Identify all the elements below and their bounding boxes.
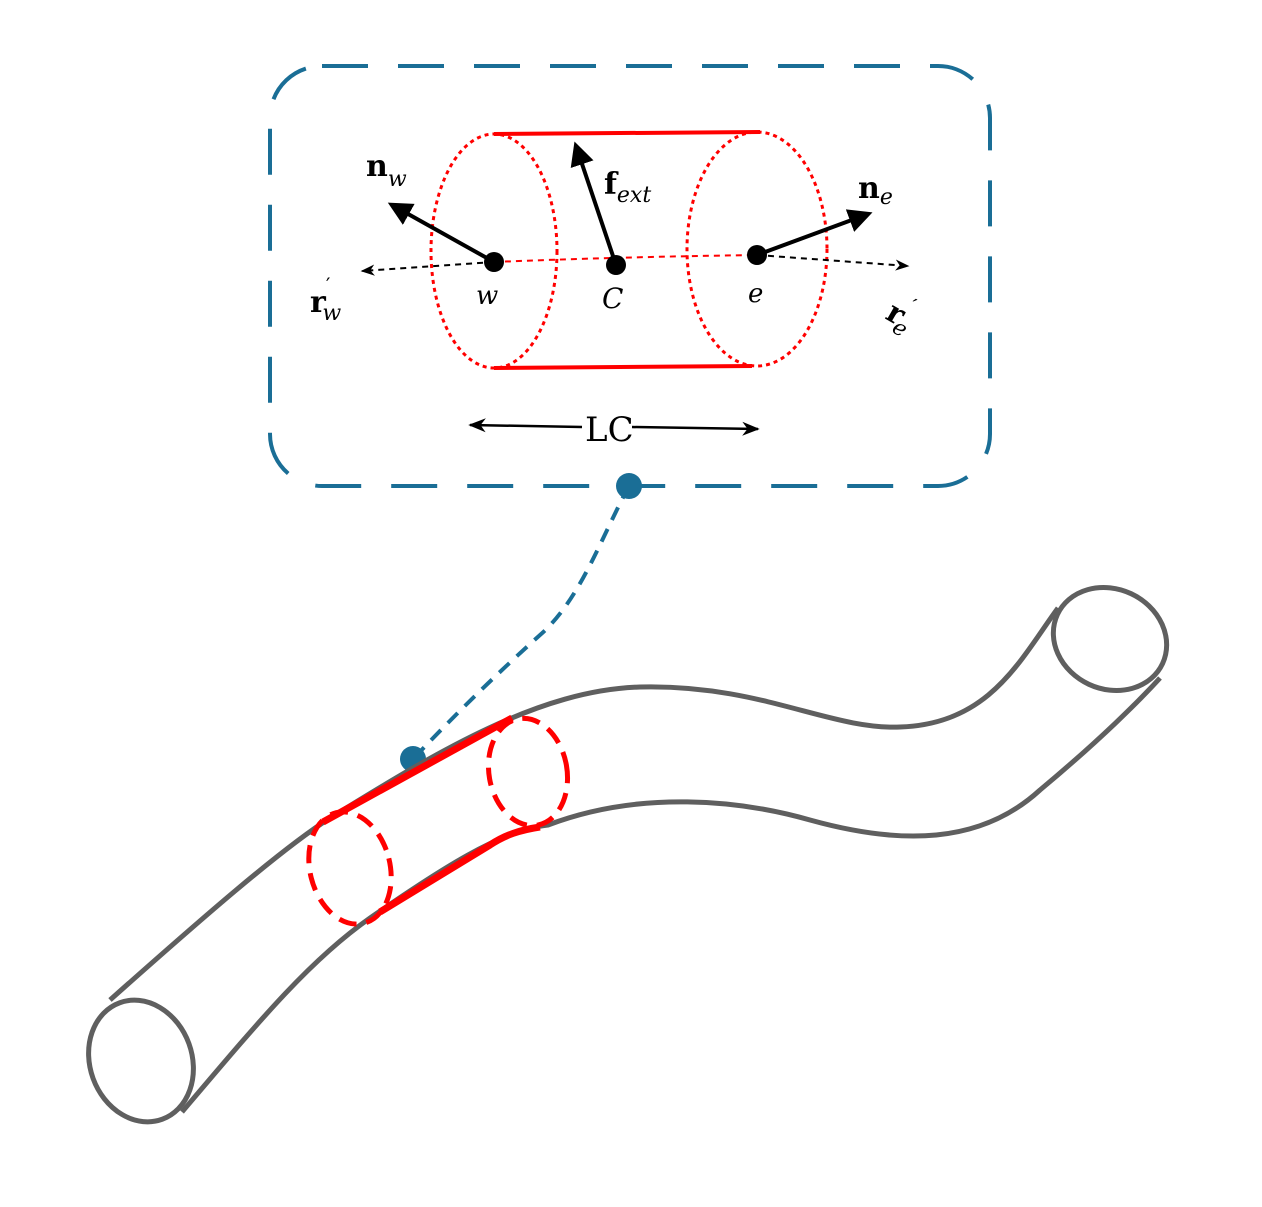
tube-cv-top-edge — [321, 714, 514, 826]
zoom-connector — [411, 485, 631, 761]
length-arrow-left — [468, 418, 583, 433]
west-face-ellipse — [429, 132, 559, 370]
node-c-point — [606, 255, 626, 275]
label-f-ext: fext — [604, 167, 651, 208]
tube-control-volume — [306, 714, 571, 927]
n-e-normal-arrow — [756, 209, 873, 257]
tube-left-opening — [86, 997, 196, 1125]
tube-upper-wall — [108, 606, 1061, 1002]
cylinder-axis — [493, 254, 758, 263]
node-w-point — [484, 252, 504, 272]
label-r-e: r′e — [877, 286, 924, 343]
tube-cv-bottom-edge — [378, 823, 541, 915]
cylinder-top-edge — [493, 130, 761, 136]
curved-tube — [86, 584, 1170, 1125]
tube-lower-wall — [180, 676, 1162, 1114]
length-dimension: LC — [468, 410, 760, 450]
label-n-w: nw — [366, 149, 407, 192]
tube-cv-west-face — [306, 809, 394, 927]
r-e-tangent-arrow — [756, 254, 910, 271]
label-node-w: w — [476, 281, 498, 311]
label-r-w: r′w — [310, 273, 341, 326]
cylinder-bottom-edge — [493, 364, 753, 370]
n-w-normal-arrow — [387, 202, 495, 264]
label-n-e: ne — [858, 171, 893, 210]
f-ext-force-arrow — [570, 141, 618, 266]
tube-cv-east-face — [485, 715, 571, 829]
label-node-e: e — [748, 279, 763, 309]
r-w-tangent-arrow — [360, 261, 495, 276]
node-e-point — [747, 245, 767, 265]
connector-dot-top — [616, 473, 642, 499]
label-node-c: C — [602, 282, 623, 315]
length-arrow-right — [631, 421, 760, 436]
tube-right-opening — [1050, 584, 1170, 694]
label-length: LC — [585, 410, 634, 450]
east-face-ellipse — [685, 130, 829, 368]
